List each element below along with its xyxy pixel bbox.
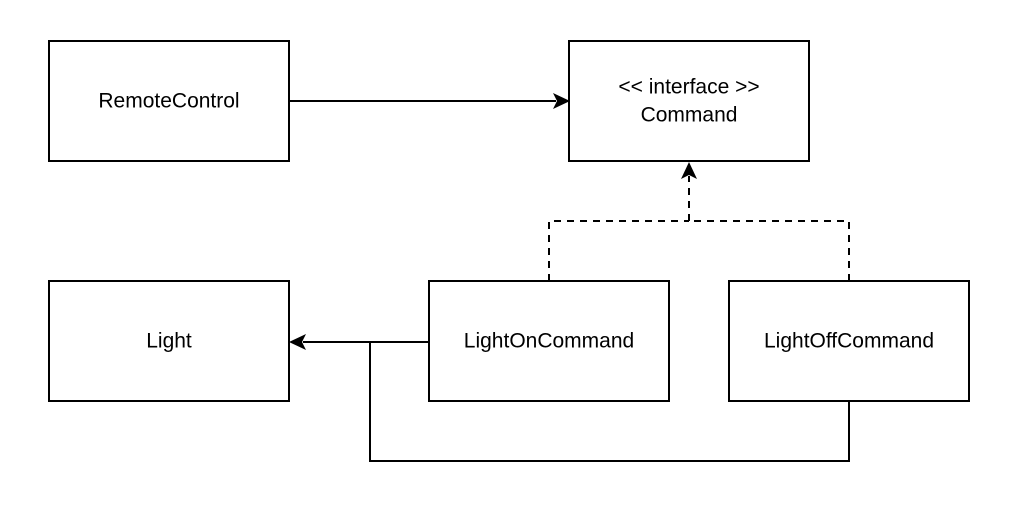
node-command-stereotype: << interface >> — [618, 76, 759, 99]
node-lightoncommand[interactable]: LightOnCommand — [428, 280, 670, 402]
node-lightoffcommand-label: LightOffCommand — [764, 330, 934, 353]
arrowhead-to-light — [289, 334, 306, 350]
arrowhead-remotecontrol-to-command — [553, 93, 570, 109]
edge-lightoncommand-to-command — [548, 220, 689, 281]
edges — [289, 93, 850, 462]
arrowhead-dependency-to-command — [681, 162, 697, 179]
edge-lightoffcommand-to-light — [369, 342, 850, 462]
node-light-box — [48, 280, 290, 402]
node-remotecontrol-box — [48, 40, 290, 162]
node-command[interactable]: << interface >> Command — [568, 40, 810, 162]
node-command-label: Command — [641, 104, 738, 127]
node-light[interactable]: Light — [48, 280, 290, 402]
node-command-box — [568, 40, 810, 162]
node-remotecontrol-label: RemoteControl — [98, 90, 239, 113]
node-lightoffcommand-box — [728, 280, 970, 402]
edge-lightoffcommand-to-command — [689, 220, 850, 281]
node-remotecontrol[interactable]: RemoteControl — [48, 40, 290, 162]
node-lightoncommand-label: LightOnCommand — [464, 330, 634, 353]
node-light-label: Light — [146, 330, 192, 353]
node-lightoffcommand[interactable]: LightOffCommand — [728, 280, 970, 402]
node-lightoncommand-box — [428, 280, 670, 402]
